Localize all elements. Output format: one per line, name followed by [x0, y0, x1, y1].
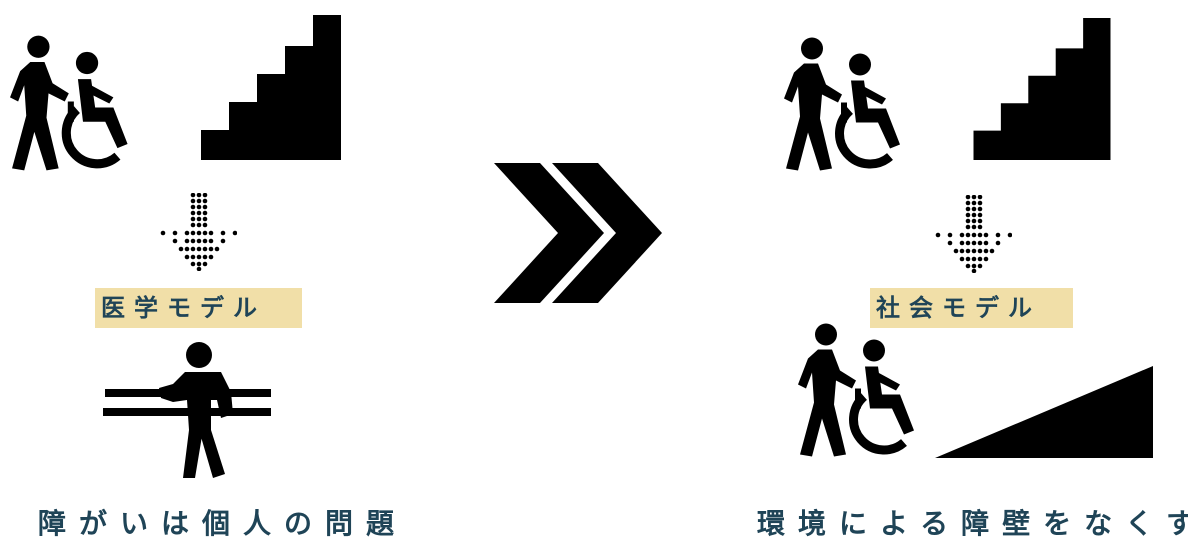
person-pushing-wheelchair-icon: [782, 36, 932, 172]
ramp-icon: [935, 366, 1153, 458]
double-chevron-right-icon: [494, 163, 662, 303]
person-parallel-bars-icon: [103, 342, 271, 478]
medical-model-caption: 障がいは個人の問題: [38, 507, 408, 540]
person-pushing-wheelchair-icon: [8, 34, 160, 172]
social-model-label: 社会モデル: [870, 288, 1073, 328]
medical-model-label: 医学モデル: [95, 288, 302, 328]
stairs-icon: [200, 15, 342, 160]
person-pushing-wheelchair-icon: [796, 322, 946, 458]
social-model-caption: 環境による障壁をなくす: [757, 507, 1188, 540]
stairs-icon: [972, 18, 1112, 160]
dotted-down-arrow-icon: [157, 193, 237, 271]
dotted-down-arrow-icon: [932, 195, 1012, 273]
